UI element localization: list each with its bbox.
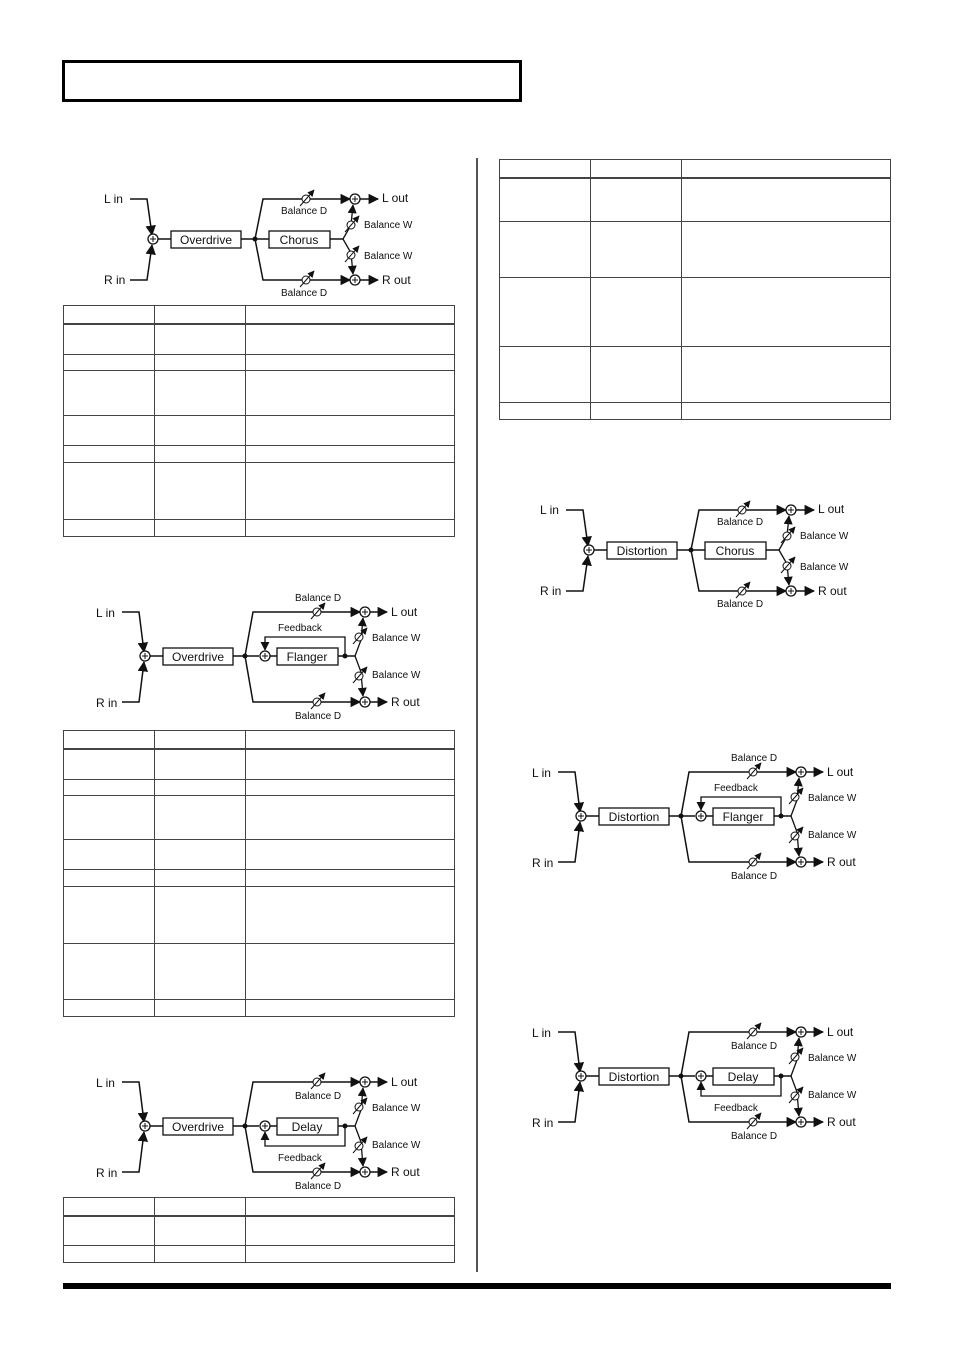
balance-d-label: Balance D: [731, 1041, 777, 1052]
balance-w-label: Balance W: [372, 670, 421, 681]
r-out-label: R out: [827, 1115, 856, 1129]
column-divider: [476, 158, 478, 1272]
diagram-distortion-delay: L in R in Distortion Delay L out R out B…: [532, 1022, 857, 1142]
feedback-label: Feedback: [714, 783, 759, 794]
feedback-label: Feedback: [714, 1103, 759, 1114]
l-in-label: L in: [540, 503, 559, 517]
l-out-label: L out: [382, 191, 409, 205]
l-in-label: L in: [104, 192, 123, 206]
l-out-label: L out: [391, 1075, 418, 1089]
balance-d-label: Balance D: [731, 753, 777, 764]
effect-first-label: Distortion: [617, 544, 668, 558]
r-in-label: R in: [532, 1116, 553, 1130]
diagram-distortion-chorus: L in R in Distortion Chorus L out R out …: [540, 500, 849, 610]
balance-d-label: Balance D: [717, 517, 763, 528]
l-in-label: L in: [532, 1026, 551, 1040]
effect-second-label: Delay: [292, 1120, 323, 1134]
effect-first-label: Overdrive: [180, 233, 232, 247]
diagram-overdrive-delay: L in R in Overdrive Delay L out R out Ba…: [96, 1072, 421, 1192]
effect-first-label: Overdrive: [172, 650, 224, 664]
feedback-label: Feedback: [278, 623, 323, 634]
l-in-label: L in: [532, 766, 551, 780]
diagram-overdrive-flanger: L in R in Overdrive Flanger L out R out …: [96, 593, 421, 722]
l-out-label: L out: [391, 605, 418, 619]
balance-d-label: Balance D: [281, 206, 327, 217]
r-out-label: R out: [391, 695, 420, 709]
r-out-label: R out: [382, 273, 411, 287]
parameter-table-2: [63, 730, 455, 1017]
balance-d-label: Balance D: [295, 1091, 341, 1102]
balance-w-label: Balance W: [372, 633, 421, 644]
effect-first-label: Distortion: [609, 810, 660, 824]
balance-w-label: Balance W: [364, 251, 413, 262]
l-out-label: L out: [818, 502, 845, 516]
effect-second-label: Chorus: [280, 233, 319, 247]
balance-d-label: Balance D: [295, 1181, 341, 1192]
diagram-distortion-flanger: L in R in Distortion Flanger L out R out…: [532, 753, 857, 882]
balance-w-label: Balance W: [808, 1090, 857, 1101]
r-out-label: R out: [391, 1165, 420, 1179]
l-in-label: L in: [96, 606, 115, 620]
effect-second-label: Chorus: [716, 544, 755, 558]
balance-d-label: Balance D: [295, 593, 341, 604]
balance-d-label: Balance D: [281, 288, 327, 299]
balance-d-label: Balance D: [731, 871, 777, 882]
diagram-overdrive-chorus: L in R in Overdrive Chorus L out R out B…: [104, 189, 413, 299]
balance-w-label: Balance W: [808, 830, 857, 841]
r-in-label: R in: [104, 273, 125, 287]
balance-w-label: Balance W: [364, 220, 413, 231]
balance-w-label: Balance W: [800, 531, 849, 542]
balance-d-label: Balance D: [717, 599, 763, 610]
balance-w-label: Balance W: [372, 1103, 421, 1114]
parameter-table-3: [63, 1197, 455, 1263]
r-in-label: R in: [532, 856, 553, 870]
effect-second-label: Flanger: [287, 650, 328, 664]
balance-w-label: Balance W: [808, 1053, 857, 1064]
l-in-label: L in: [96, 1076, 115, 1090]
r-out-label: R out: [818, 584, 847, 598]
balance-d-label: Balance D: [295, 711, 341, 722]
r-in-label: R in: [96, 1166, 117, 1180]
l-out-label: L out: [827, 765, 854, 779]
effect-first-label: Overdrive: [172, 1120, 224, 1134]
effect-first-label: Distortion: [609, 1070, 660, 1084]
balance-w-label: Balance W: [800, 562, 849, 573]
r-in-label: R in: [540, 584, 561, 598]
balance-w-label: Balance W: [808, 793, 857, 804]
r-out-label: R out: [827, 855, 856, 869]
effect-second-label: Delay: [728, 1070, 759, 1084]
parameter-table-4: [499, 159, 891, 420]
parameter-table-1: [63, 305, 455, 537]
r-in-label: R in: [96, 696, 117, 710]
balance-w-label: Balance W: [372, 1140, 421, 1151]
footer-rule: [63, 1283, 891, 1289]
header-box: [62, 60, 522, 102]
l-out-label: L out: [827, 1025, 854, 1039]
balance-d-label: Balance D: [731, 1131, 777, 1142]
feedback-label: Feedback: [278, 1153, 323, 1164]
effect-second-label: Flanger: [723, 810, 764, 824]
